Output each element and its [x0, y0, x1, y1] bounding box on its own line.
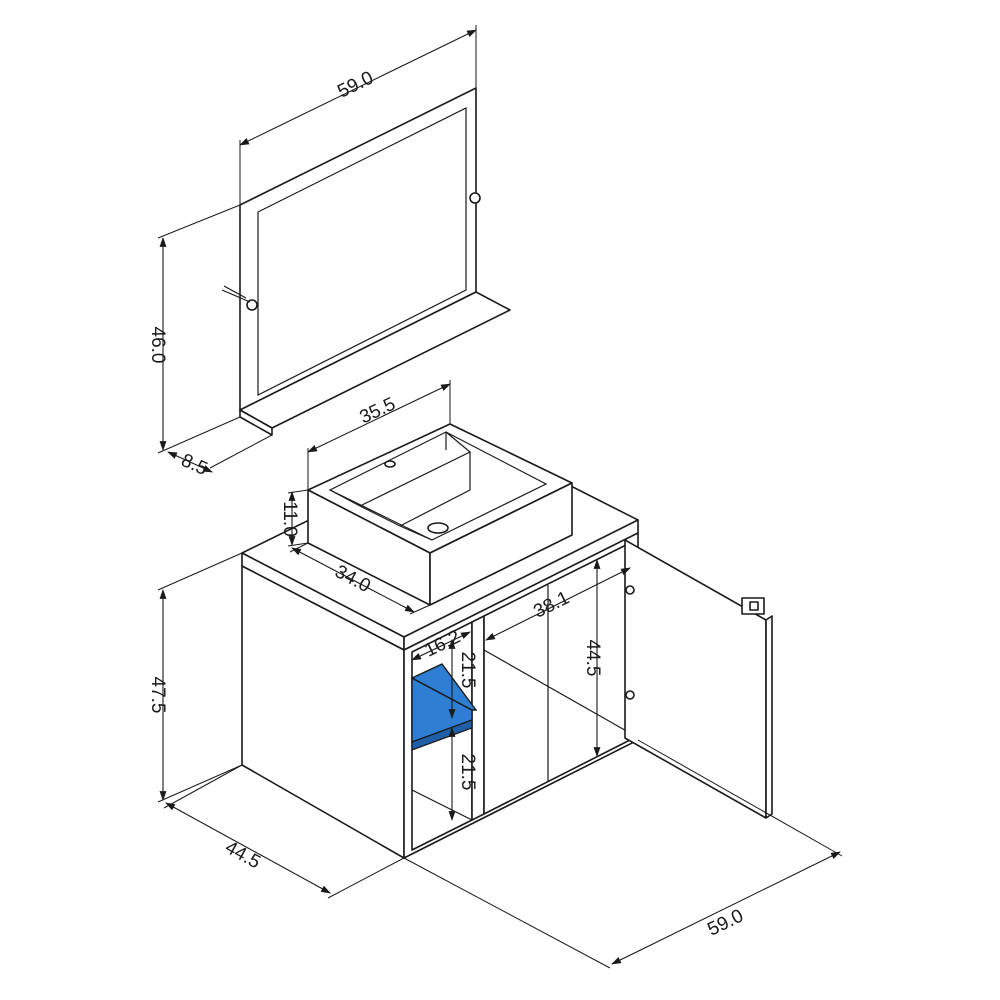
- label-cabinet-height: 47.5: [147, 677, 168, 714]
- mirror: [221, 87, 511, 436]
- mirror-fixing-right: [469, 192, 481, 204]
- dim-cabinet-height: 47.5: [147, 552, 243, 803]
- label-interior-height: 44.5: [582, 640, 603, 677]
- dim-interior-height: 44.5: [582, 559, 603, 757]
- drain-hole: [427, 522, 449, 534]
- label-mirror-shelf-depth: 8.5: [178, 450, 211, 480]
- label-cabinet-width: 59.0: [704, 906, 746, 941]
- label-basin-height: 11.0: [279, 501, 300, 537]
- dim-mirror-height: 46.0: [147, 204, 241, 454]
- dim-niche-upper: 21.5: [448, 639, 478, 719]
- door-hinge-bottom: [625, 690, 635, 700]
- dim-basin-height: 11.0: [279, 489, 309, 547]
- door-hinge-top: [625, 585, 635, 595]
- label-mirror-width: 59.0: [334, 68, 376, 103]
- label-niche-lower-height: 21.5: [457, 754, 478, 791]
- label-basin-width: 35.5: [356, 394, 398, 429]
- label-cabinet-depth: 44.5: [221, 837, 264, 873]
- cabinet-door: [624, 539, 773, 819]
- label-niche-upper-height: 21.5: [457, 652, 478, 689]
- tap-hole: [384, 460, 396, 468]
- dim-niche-lower: 21.5: [448, 727, 478, 821]
- mirror-fixing-left: [246, 299, 258, 311]
- label-mirror-height: 46.0: [147, 327, 168, 364]
